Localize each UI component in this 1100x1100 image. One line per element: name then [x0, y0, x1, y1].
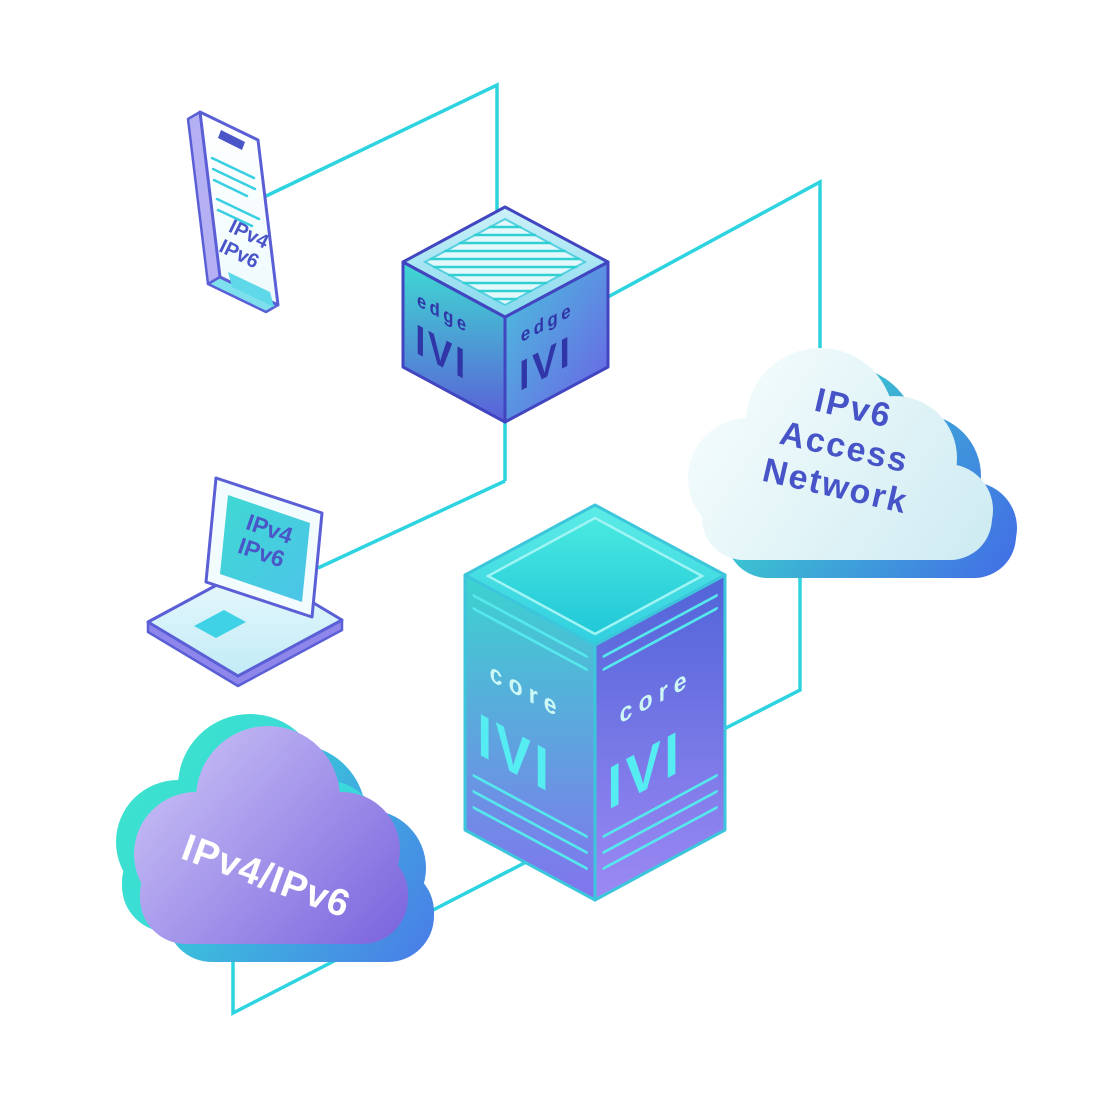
laptop: IPv4 IPv6	[146, 476, 344, 688]
access-network-cloud: IPv6 Access Network	[688, 348, 1017, 578]
core-top-inset	[485, 516, 705, 636]
core-left-bottom-lines	[472, 774, 588, 871]
phone-screen-lines	[210, 156, 261, 228]
smartphone: IPv4 IPv6	[186, 110, 280, 314]
internet-cloud: IPv4/IPv6	[116, 714, 434, 962]
core-right-top-lines	[602, 593, 718, 671]
access-cloud-body	[688, 348, 993, 560]
core-right-bottom-lines	[602, 773, 718, 870]
edge-router-cube: edge IVI edge IVI	[401, 205, 610, 424]
laptop-trackpad	[194, 610, 246, 638]
phone-notch	[218, 130, 245, 150]
connector-access-cloud-to-core	[723, 545, 802, 731]
core-left-top-lines	[472, 594, 588, 672]
connector-phone-to-edge	[261, 82, 499, 212]
core-router-box: core IVI core IVI	[463, 503, 727, 902]
internet-cloud-body	[134, 726, 408, 944]
laptop-screen	[220, 495, 310, 602]
connector-laptop-to-core	[317, 479, 506, 570]
phone-dock-bar	[228, 272, 274, 307]
connector-edge-to-access-cloud	[605, 179, 822, 372]
edge-cube-vent-lines	[429, 225, 581, 301]
